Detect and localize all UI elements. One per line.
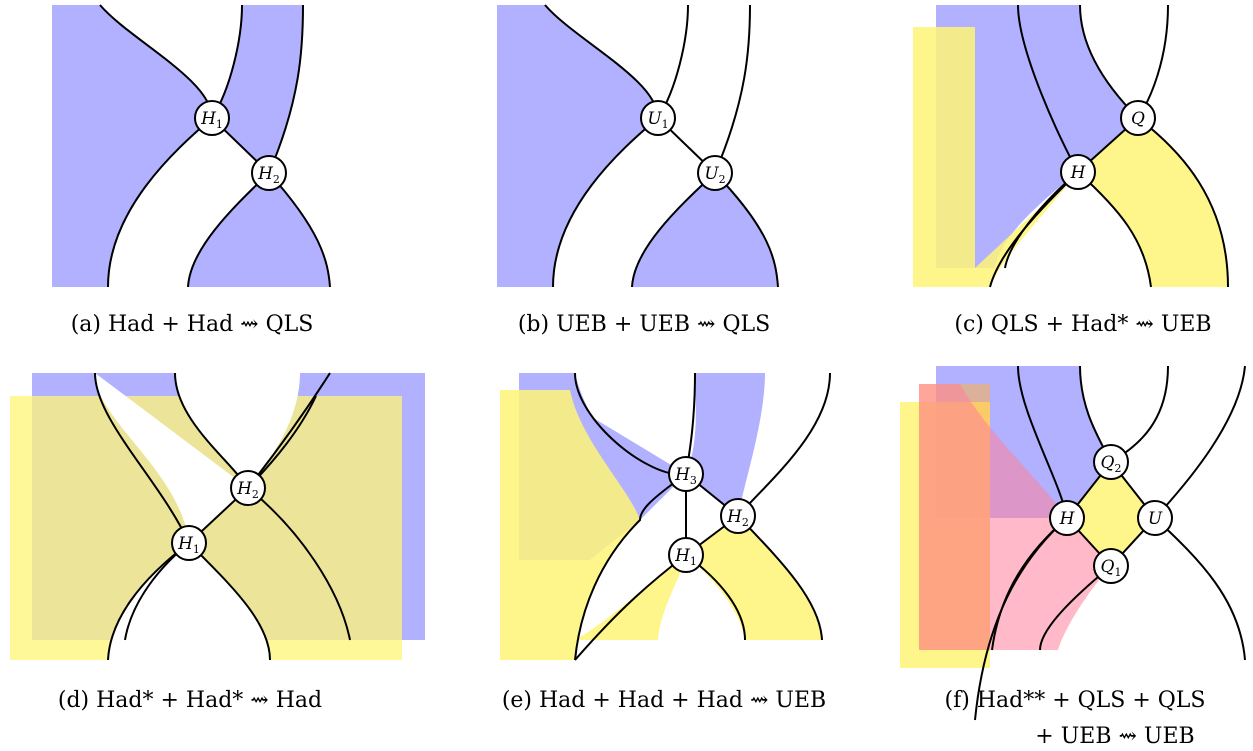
panel-f-region-yellow-diamond xyxy=(1067,462,1155,566)
panel-c-node-h-label: H xyxy=(1070,163,1087,183)
panel-b-region-left xyxy=(497,5,658,287)
panel-e-node-h1 xyxy=(668,537,704,573)
panel-c-node-q-label: Q xyxy=(1131,109,1145,129)
panel-b-node-u2-label: U2 xyxy=(704,164,725,186)
panel-f-caption-line-2: + UEB ⇝ UEB xyxy=(1035,724,1194,749)
panel-a-node-h2 xyxy=(251,155,287,191)
panel-e-wire-5 xyxy=(574,473,687,661)
panel-d-node-h2 xyxy=(230,470,266,506)
panel-b-node-u1 xyxy=(640,100,676,136)
panel-b-node-u2 xyxy=(697,155,733,191)
panel-f-node-u xyxy=(1137,500,1173,536)
panel-d-node-h1 xyxy=(171,525,207,561)
panel-f: Q2 H U Q1 (f) Had** + QLS + QLS + UEB ⇝ … xyxy=(900,365,1246,749)
panel-d-caption: (d) Had* + Had* ⇝ Had xyxy=(58,688,322,713)
panel-a-caption: (a) Had + Had ⇝ QLS xyxy=(71,312,314,337)
panel-d-node-h2-label: H2 xyxy=(236,479,259,501)
panel-e-node-h2 xyxy=(720,498,756,534)
panel-b-node-u1-label: U1 xyxy=(647,109,668,131)
panel-d-wire-2 xyxy=(174,372,271,661)
panel-e-caption: (e) Had + Had + Had ⇝ UEB xyxy=(502,688,826,713)
panel-f-region-pink-lower xyxy=(990,518,1111,650)
panel-b: U1 U2 (b) UEB + UEB ⇝ QLS xyxy=(497,4,779,337)
panel-b-caption: (b) UEB + UEB ⇝ QLS xyxy=(518,312,770,337)
panel-f-node-u-label: U xyxy=(1148,509,1163,529)
panel-f-node-h-label: H xyxy=(1059,509,1076,529)
panel-d-node-h1-label: H1 xyxy=(177,534,200,556)
panel-f-node-q1 xyxy=(1093,548,1129,584)
panel-e: H3 H2 H1 (e) Had + Had + Had ⇝ UEB xyxy=(500,372,831,713)
panel-f-node-q2 xyxy=(1093,444,1129,480)
panel-a-region-bottom xyxy=(188,173,330,287)
panel-f-node-h xyxy=(1049,500,1085,536)
panel-e-node-h3 xyxy=(668,456,704,492)
panel-a-region-left xyxy=(52,5,212,287)
panel-a-node-h1-label: H1 xyxy=(200,109,223,131)
panel-e-region-yellow-left xyxy=(500,390,640,660)
panel-c-region-yellow-right xyxy=(1078,118,1228,287)
panel-f-caption-line-1: (f) Had** + QLS + QLS xyxy=(945,688,1206,713)
panel-c-node-h xyxy=(1060,154,1096,190)
panel-a-node-h1 xyxy=(194,100,230,136)
panel-f-region-pink xyxy=(919,384,1067,650)
panel-d: H2 H1 (d) Had* + Had* ⇝ Had xyxy=(10,372,425,713)
panel-e-node-h2-label: H2 xyxy=(726,507,749,529)
panel-c-region-yellow-left xyxy=(913,27,1078,287)
panel-c-caption: (c) QLS + Had* ⇝ UEB xyxy=(954,312,1211,337)
panel-f-node-q1-label: Q1 xyxy=(1101,557,1122,579)
panel-a: H1 H2 (a) Had + Had ⇝ QLS xyxy=(52,4,331,337)
panel-a-region-right xyxy=(212,5,303,173)
panel-c-node-q xyxy=(1120,100,1156,136)
panel-c: Q H (c) QLS + Had* ⇝ UEB xyxy=(913,4,1229,337)
panel-e-region-yellow-right xyxy=(686,516,822,640)
panel-e-region-yellow-bottom xyxy=(575,555,686,640)
panel-e-node-h1-label: H1 xyxy=(674,546,697,568)
panel-f-node-q2-label: Q2 xyxy=(1101,453,1122,475)
panel-b-region-bottom xyxy=(632,173,778,287)
panel-e-node-h3-label: H3 xyxy=(674,465,697,487)
panel-a-node-h2-label: H2 xyxy=(257,164,280,186)
panel-c-region-blue xyxy=(936,5,1138,268)
